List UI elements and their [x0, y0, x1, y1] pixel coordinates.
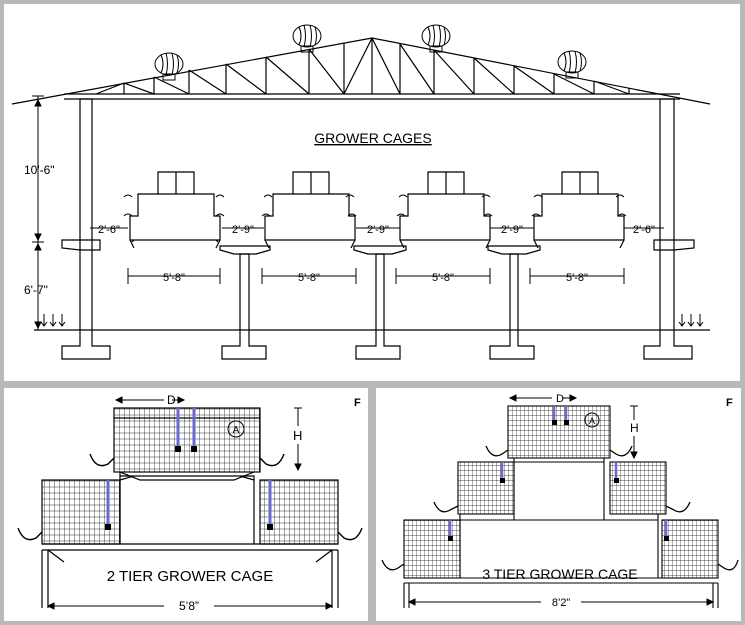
callout-a-circle [584, 412, 600, 428]
dim-d-arrow [508, 394, 578, 402]
ventilator-2 [292, 24, 322, 53]
panel-caption: 2 TIER GROWER CAGE [107, 568, 273, 585]
cage-stack-2 [264, 171, 356, 249]
dim-h-label: H [630, 421, 639, 435]
width-label-4: 5'-8" [566, 272, 588, 284]
column-center-3 [489, 253, 535, 360]
dim-d-arrow [114, 396, 186, 404]
roof-ventilators [154, 24, 587, 81]
dim-h-arrow [294, 407, 302, 472]
ground-arrows [40, 314, 704, 327]
callout-a-label: A [589, 416, 595, 426]
width-dim-arrow [407, 598, 715, 606]
column-left [61, 98, 111, 360]
aisle-label-2: 2'-9" [232, 224, 254, 236]
building-columns [61, 98, 695, 360]
dim-d-label: D [167, 393, 176, 407]
walk-support-1 [219, 245, 271, 255]
cage-frame [41, 471, 339, 608]
callout-a-circle [227, 420, 245, 438]
walk-support-2 [353, 245, 407, 255]
middle-tier-cage-left [457, 461, 515, 515]
column-center-1 [221, 253, 267, 360]
aisle-label-3: 2'-9" [367, 224, 389, 236]
panel-caption: 3 TIER GROWER CAGE [482, 566, 637, 582]
corner-label: F [354, 397, 361, 409]
dim-h-arrow [630, 405, 638, 460]
column-center-2 [355, 253, 401, 360]
column-right [643, 98, 693, 360]
bottom-tier-cage-right [661, 519, 719, 579]
top-tier-cage [507, 405, 611, 459]
walk-support-3 [487, 245, 541, 255]
building-cross-section-panel: GROWER CAGES 10'-6" 6'-7" 2'-6" 2'-9" 2'… [4, 4, 740, 381]
height-label-lower: 6'-7" [24, 283, 48, 297]
middle-tier-cage-right [609, 461, 667, 515]
two-tier-cage-panel: F D H A 2 TIER GROWER CAGE 5’8” [4, 388, 368, 621]
roof-truss [11, 37, 711, 105]
width-label-1: 5'-8" [163, 272, 185, 284]
drinker-lines [448, 406, 668, 538]
cage-stack-4 [533, 171, 625, 249]
corbel-right [653, 239, 695, 251]
ventilator-3 [421, 24, 451, 53]
upper-cage [113, 407, 261, 473]
callout-a-label: A [233, 425, 240, 436]
aisle-label-5: 2'-6" [633, 224, 655, 236]
bottom-tier-cage-left [403, 519, 461, 579]
width-label-3: 5'-8" [432, 272, 454, 284]
feed-troughs [17, 453, 363, 541]
corner-label: F [726, 397, 733, 409]
drinker-lines [106, 408, 272, 526]
aisle-label-4: 2'-9" [501, 224, 523, 236]
cage-stack-1 [129, 171, 221, 249]
width-label: 8’2” [552, 597, 571, 609]
cage-stack-3 [399, 171, 491, 249]
width-dim-arrow [46, 602, 334, 610]
width-label: 5’8” [179, 599, 199, 613]
aisle-label-1: 2'-6" [98, 224, 120, 236]
diagram-title: GROWER CAGES [314, 130, 431, 146]
cage-stacks [129, 171, 625, 249]
corbel-left [61, 239, 101, 251]
width-label-2: 5'-8" [298, 272, 320, 284]
lower-cage-right [259, 479, 339, 545]
feed-troughs [381, 445, 739, 571]
dim-d-label: D [556, 393, 564, 405]
cage-frame [403, 458, 719, 608]
height-dimension [32, 95, 44, 330]
ventilator-1 [154, 52, 184, 81]
ventilator-4 [557, 50, 587, 79]
cage-width-dimensions [127, 268, 625, 284]
three-tier-cage-panel: F D H A 3 TIER GROWER CAGE 8’2” [376, 388, 741, 621]
feeder-hooks [123, 194, 627, 217]
dim-h-label: H [293, 428, 302, 443]
height-label-upper: 10'-6" [24, 163, 55, 177]
